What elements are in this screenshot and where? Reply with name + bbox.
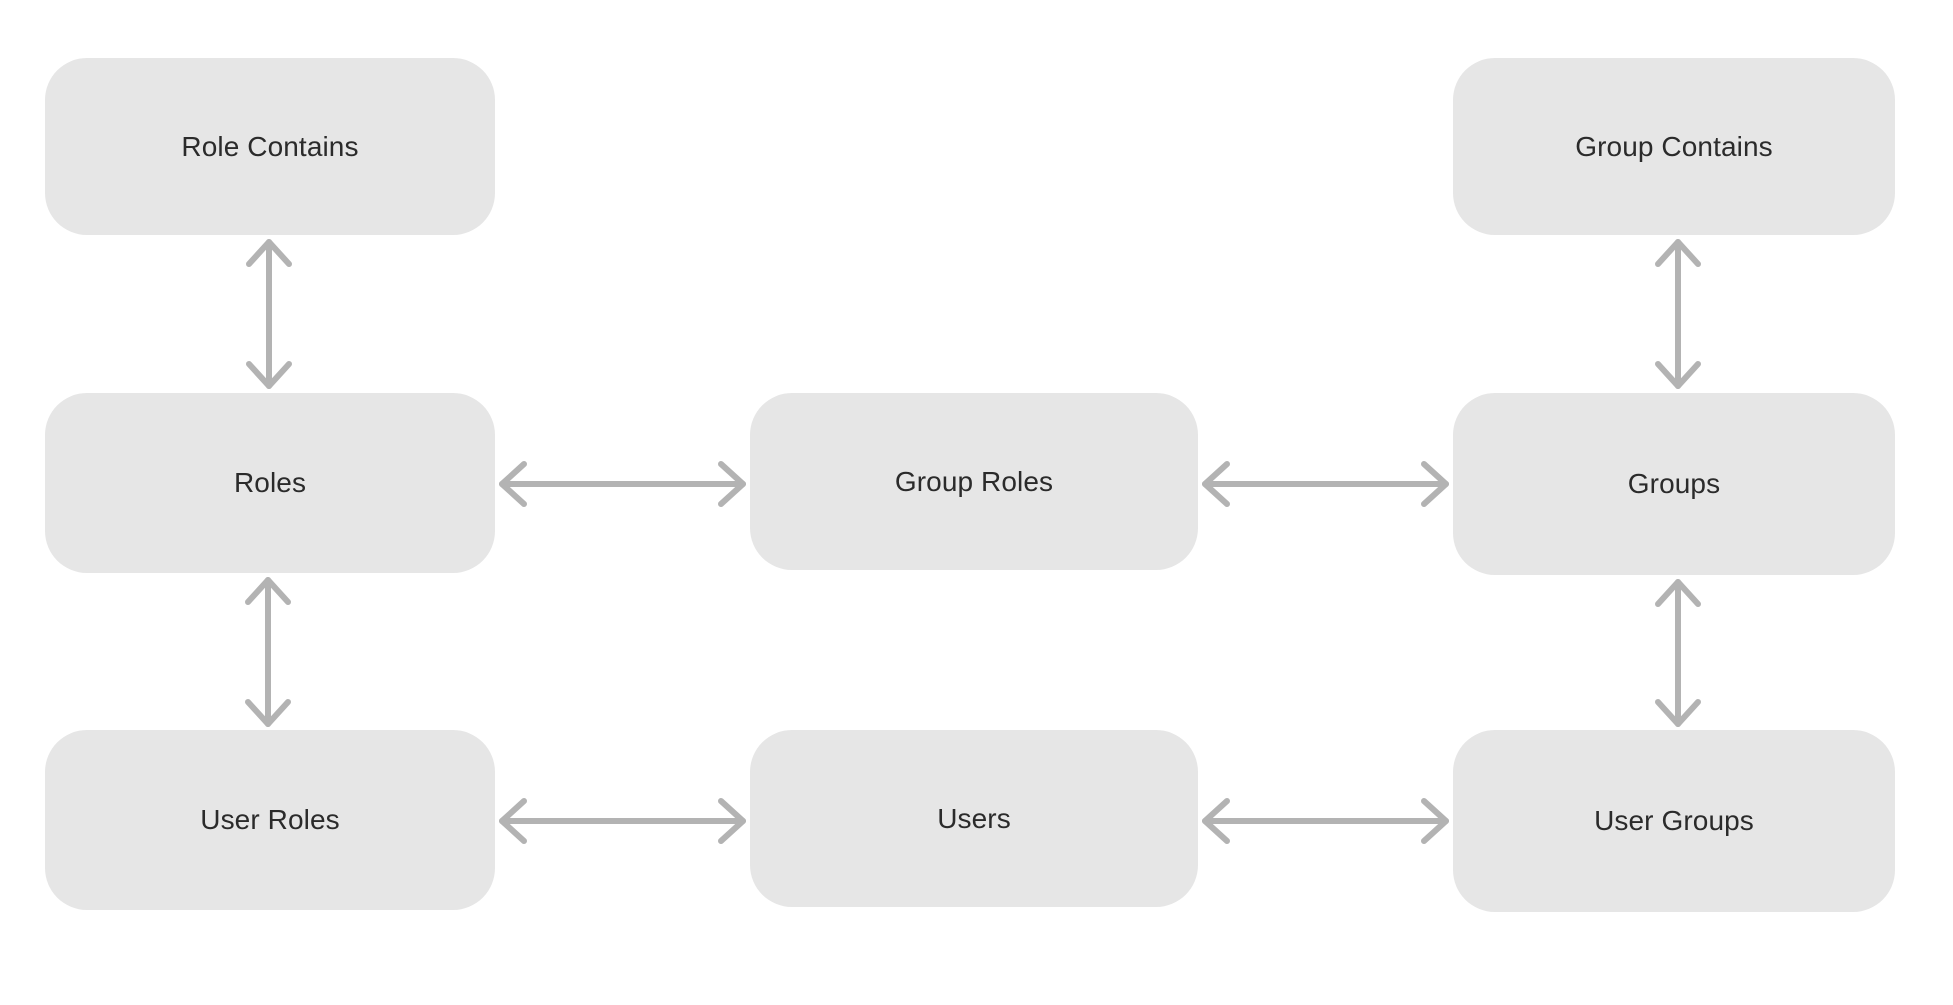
node-role-contains[interactable]: Role Contains (45, 58, 495, 235)
edge-roles-to-group-roles (498, 455, 747, 513)
node-users[interactable]: Users (750, 730, 1198, 907)
edge-users-to-user-groups (1201, 792, 1450, 850)
node-user-groups[interactable]: User Groups (1453, 730, 1895, 912)
node-label: Group Contains (1575, 130, 1773, 162)
node-group-contains[interactable]: Group Contains (1453, 58, 1895, 235)
edge-group-contains-to-groups (1648, 238, 1708, 390)
double-arrow-vertical-icon (1655, 239, 1701, 389)
double-arrow-horizontal-icon (1202, 461, 1449, 507)
double-arrow-vertical-icon (245, 577, 291, 727)
node-label: Roles (233, 467, 307, 499)
node-label: Groups (1627, 468, 1721, 500)
node-groups[interactable]: Groups (1453, 393, 1895, 575)
edge-user-roles-to-users (498, 792, 747, 850)
node-user-roles[interactable]: User Roles (45, 730, 495, 910)
edge-roles-to-user-roles (238, 576, 298, 728)
node-group-roles[interactable]: Group Roles (750, 393, 1198, 570)
double-arrow-horizontal-icon (499, 461, 746, 507)
double-arrow-vertical-icon (246, 239, 292, 389)
node-label: User Groups (1594, 805, 1754, 837)
double-arrow-horizontal-icon (1202, 798, 1449, 844)
node-roles[interactable]: Roles (45, 393, 495, 573)
edge-groups-to-user-groups (1648, 578, 1708, 728)
node-label: User Roles (200, 804, 340, 836)
double-arrow-horizontal-icon (499, 798, 746, 844)
double-arrow-vertical-icon (1655, 579, 1701, 727)
edge-group-roles-to-groups (1201, 455, 1450, 513)
node-label: Users (937, 802, 1011, 834)
node-label: Group Roles (894, 465, 1054, 497)
node-label: Role Contains (181, 130, 359, 162)
edge-role-contains-to-roles (239, 238, 299, 390)
